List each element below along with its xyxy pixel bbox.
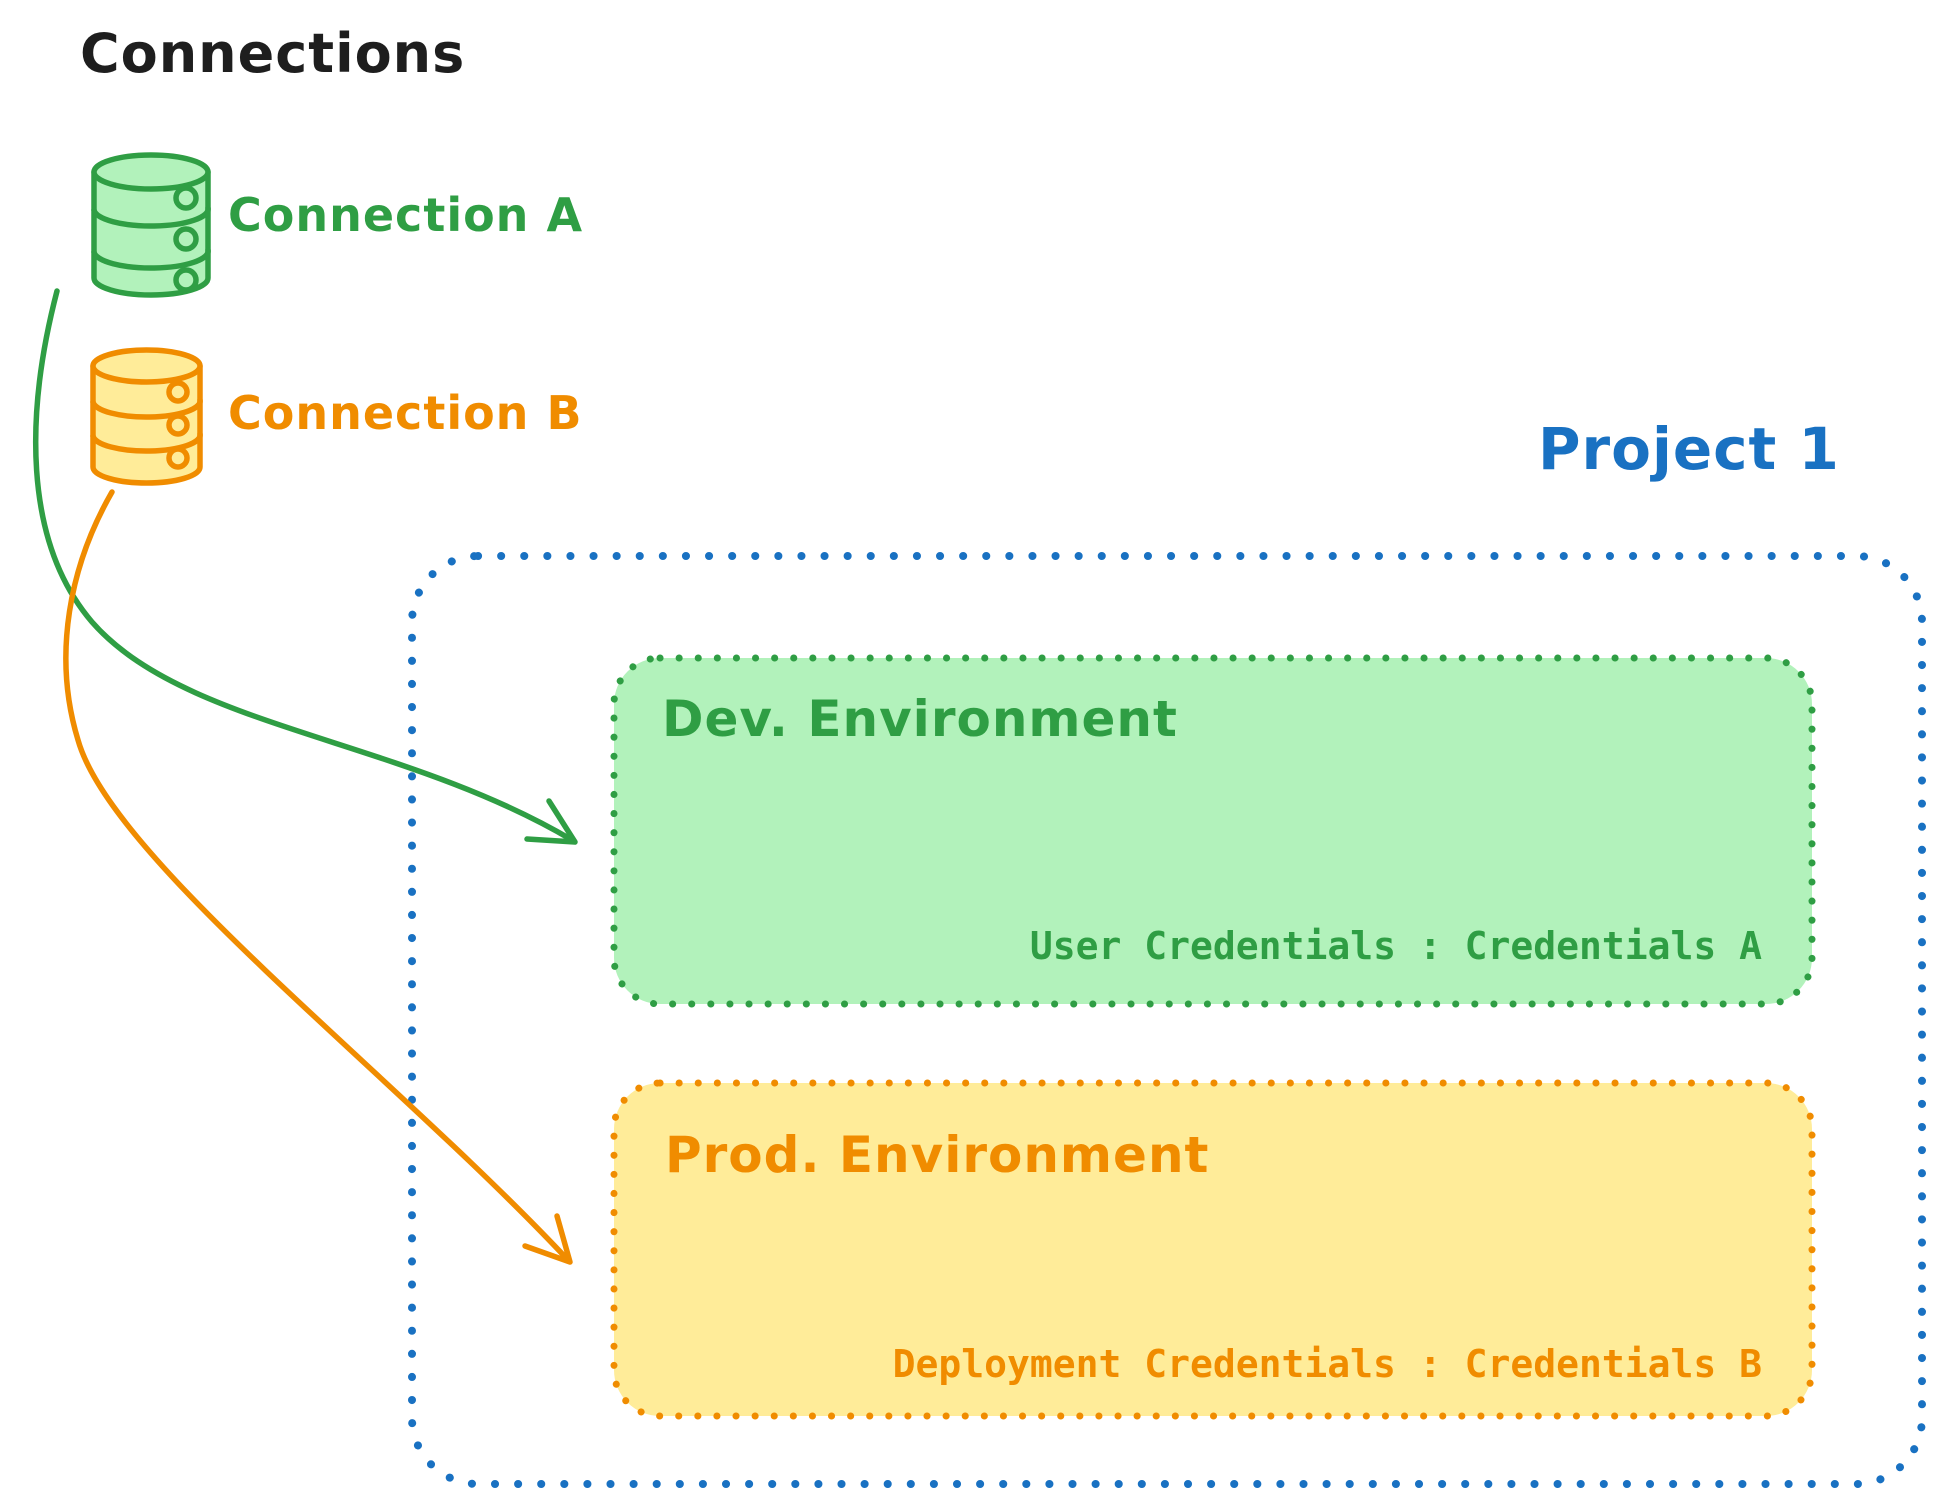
connection-a-label: Connection A bbox=[228, 188, 584, 242]
project-box bbox=[408, 552, 1926, 1488]
prod-environment-credentials: Deployment Credentials : Credentials B bbox=[892, 1342, 1762, 1386]
arrow-connection-a-to-dev bbox=[32, 288, 578, 845]
arrowhead bbox=[524, 798, 578, 845]
prod-environment-box bbox=[610, 1079, 1816, 1420]
database-top bbox=[91, 152, 211, 192]
connection-b-label: Connection B bbox=[228, 386, 583, 440]
dev-environment-box bbox=[610, 654, 1816, 1008]
dev-environment-credentials: User Credentials : Credentials A bbox=[1029, 924, 1762, 968]
project-title: Project 1 bbox=[1538, 415, 1840, 483]
database-icon-connection-a bbox=[91, 152, 211, 298]
prod-environment-title: Prod. Environment bbox=[665, 1126, 1210, 1184]
diagram-title: Connections bbox=[80, 22, 466, 85]
database-top bbox=[90, 347, 203, 385]
arrow-connection-b-to-prod bbox=[63, 489, 573, 1265]
arrowhead bbox=[522, 1213, 573, 1265]
database-icon-connection-b bbox=[90, 347, 203, 486]
dev-environment-title: Dev. Environment bbox=[662, 690, 1178, 748]
